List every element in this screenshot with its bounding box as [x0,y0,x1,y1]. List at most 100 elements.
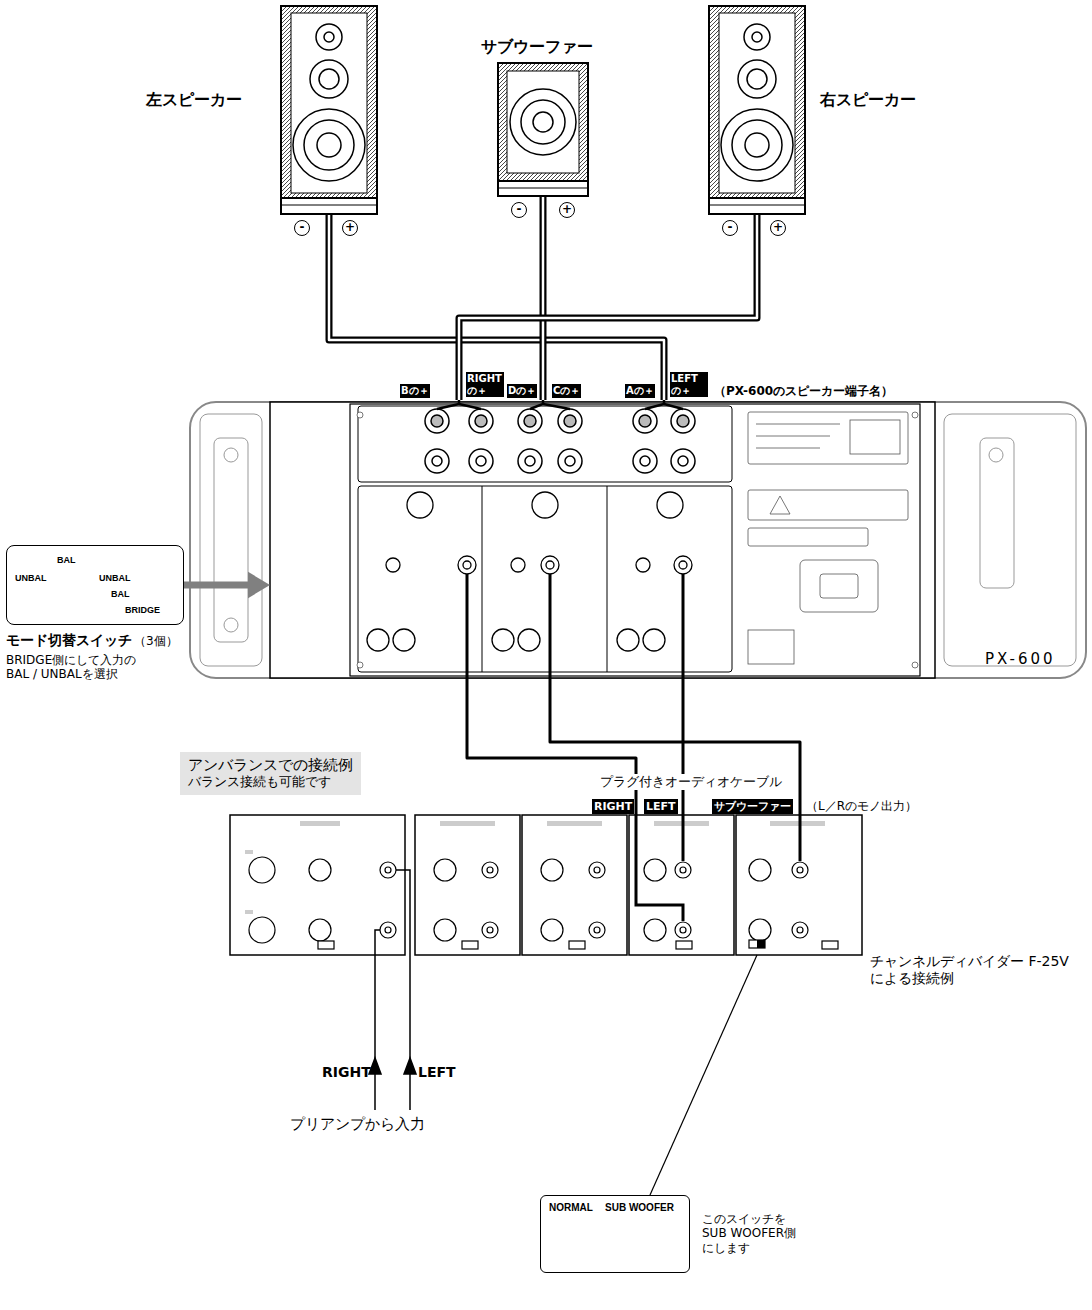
drawing-part [645,400,664,409]
drawing-part [532,492,558,518]
drawing-part [797,867,803,873]
drawing-part [980,438,1014,588]
node-text: サブウーファー [481,37,593,56]
drawing-part [224,448,238,462]
drawing-part [569,941,585,949]
drawing-part [358,406,732,482]
audio-cable [683,680,684,815]
pointer-arrow [184,572,270,598]
drawing-part [749,859,771,881]
drawing-part [546,561,554,569]
node-text: NORMAL [549,1202,593,1213]
speaker-cable [329,215,664,400]
drawing-part [432,456,442,466]
drawing-part [482,862,498,878]
terminal-mark: + [559,202,575,218]
drawing-part [680,867,686,873]
node-text: BAL [111,590,130,600]
cable-inner [542,197,545,400]
node-text: BAL [57,556,76,566]
terminal-mark: + [342,220,358,236]
drawing-part [249,857,838,949]
channel-divider-panel [230,815,862,955]
drawing-part [380,922,396,938]
drawing-part [797,927,803,933]
drawing-part [357,662,363,668]
drawing-part [792,922,808,938]
signal-name: RIGHT [322,1064,371,1081]
drawing-part [482,922,498,938]
speaker-cable [543,197,544,400]
drawing-part [679,561,687,569]
drawing-part [309,919,331,941]
drawing-part [748,490,908,520]
drawing-part [678,456,688,466]
callout-note: このスイッチを SUB WOOFER側 にします [702,1212,806,1255]
drawing-part [674,556,692,574]
drawing-part [511,558,525,572]
terminal-name: LEFT の＋ [670,372,708,397]
node-text: BRIDGE [125,606,160,616]
drawing-part [589,862,605,878]
drawing-part [633,449,657,473]
cable-inner [459,215,757,400]
drawing-part [675,922,691,938]
drawing-part [633,409,657,433]
drawing-part [375,930,380,1110]
drawing-part [912,662,918,668]
amplifier-chassis [190,400,1086,680]
drawing-part [677,415,689,427]
arrow-head [248,572,270,598]
drawing-part [541,919,563,941]
subwoofer: サブウーファー [497,62,589,197]
drawing-part [358,486,732,672]
node-text: UNBAL [15,574,47,584]
input-note: プリアンプから入力 [290,1115,425,1133]
drawing-part [748,630,794,664]
drawing-part [245,850,253,854]
drawing-part [318,941,334,949]
left-speaker: 左スピーカー [280,5,378,215]
drawing-part [434,919,456,941]
drawing-part [607,486,608,672]
drawing-part [367,629,389,651]
mode-switch-inset: UNBALBALUNBALBALBRIDGE [6,545,184,625]
drawing-part [736,815,862,955]
node-text: SUB WOOFER [605,1202,674,1213]
drawing-part [518,629,540,651]
drawing-part [200,414,262,666]
terminal-mark: - [722,220,738,236]
drawing-part [190,402,1086,678]
drawing-part [644,919,666,941]
drawing-part [748,528,868,546]
drawing-part [639,415,651,427]
cable-inner [329,215,664,400]
terminal-mark: - [294,220,310,236]
drawing-part [682,574,685,680]
drawing-part [462,941,478,949]
switch-caption: （3個） [134,634,178,648]
drawing-part [644,859,666,881]
drawing-part [547,821,602,826]
drawing-part [657,492,683,518]
drawing-part [385,867,391,873]
node-text: PX-600 [985,650,1056,668]
drawing-part [756,424,840,425]
signal-tag: サブウーファー [712,799,793,814]
drawing-part [989,448,1003,462]
drawing-part [850,420,900,454]
drawing-part [350,404,920,676]
drawing-part [415,815,520,955]
drawing-part [437,400,459,409]
drawing-part [671,449,695,473]
speaker-drawing [281,6,805,214]
drawing-part [393,629,415,651]
drawing-part [404,1058,416,1074]
drawing-part [757,940,765,948]
drawing-part [564,415,576,427]
drawing-part [682,815,685,861]
drawing-part [518,409,542,433]
drawing-part [636,815,800,921]
drawing-part [425,409,449,433]
drawing-part [800,560,878,612]
